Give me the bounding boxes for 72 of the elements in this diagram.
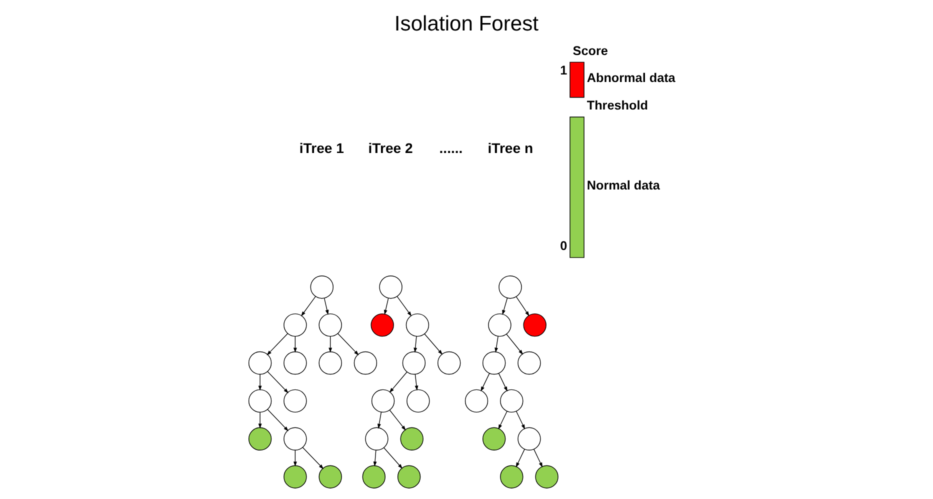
label: iTree 1 (299, 140, 344, 156)
arrow (516, 410, 526, 430)
arrow (480, 372, 490, 392)
node-circle (370, 313, 394, 337)
arrow (498, 372, 508, 392)
node-circle (482, 427, 506, 450)
node-circle (406, 389, 430, 413)
arrow (337, 333, 359, 356)
node-circle (318, 313, 342, 337)
arrow (267, 371, 288, 394)
node-circle (500, 465, 524, 488)
legend-label: Normal data (586, 178, 660, 193)
node-circle (438, 351, 461, 375)
node-circle (464, 389, 488, 413)
label: Threshold (586, 98, 648, 113)
arrow (516, 296, 530, 316)
arrow (502, 298, 508, 315)
arrow (328, 336, 332, 353)
arrow (258, 412, 262, 429)
label: 0 (560, 239, 568, 254)
arrow (377, 412, 382, 429)
arrow (498, 410, 508, 430)
arrow (494, 336, 498, 353)
arrow (384, 447, 403, 469)
node-circle (284, 351, 307, 375)
node-circle (284, 465, 307, 488)
diagram-title: Isolation Forest (394, 12, 539, 36)
arrow (414, 374, 418, 391)
node-circle (310, 276, 334, 299)
node-circle (248, 427, 272, 450)
arrow (267, 409, 288, 432)
label: Score (572, 44, 608, 58)
node-circle (365, 427, 388, 450)
arrow (533, 448, 543, 468)
node-circle (518, 427, 541, 450)
arrow (266, 333, 288, 356)
label: iTree 2 (368, 140, 413, 156)
arrow (516, 448, 525, 468)
arrow (373, 450, 377, 467)
arrow (384, 298, 389, 315)
node-circle (500, 389, 524, 413)
node-circle (248, 389, 272, 413)
label: ...... (439, 140, 463, 156)
node-circle (362, 465, 386, 488)
node-circle (488, 313, 512, 337)
arrow (424, 334, 443, 355)
arrow (293, 336, 297, 353)
arrow (293, 450, 297, 467)
label: iTree n (488, 140, 534, 156)
node-circle (498, 276, 522, 299)
legend-label: Abnormal data (586, 71, 676, 86)
node-circle (284, 313, 307, 337)
arrow (324, 298, 329, 315)
label: 1 (560, 63, 568, 78)
node-circle (371, 389, 395, 413)
arrow (506, 334, 524, 355)
arrow (389, 372, 408, 393)
node-circle (406, 313, 430, 337)
node-circle (482, 351, 506, 375)
node-circle (400, 427, 424, 450)
arrow (258, 374, 262, 391)
arrow (389, 410, 406, 431)
arrow (302, 447, 324, 470)
node-circle (318, 351, 342, 375)
node-circle (402, 351, 426, 375)
arrow (396, 296, 412, 316)
node-circle (379, 276, 402, 299)
arrow (414, 336, 418, 353)
node-circle (523, 313, 546, 337)
node-circle (518, 351, 541, 375)
arrow (301, 296, 316, 316)
node-circle (535, 465, 558, 488)
